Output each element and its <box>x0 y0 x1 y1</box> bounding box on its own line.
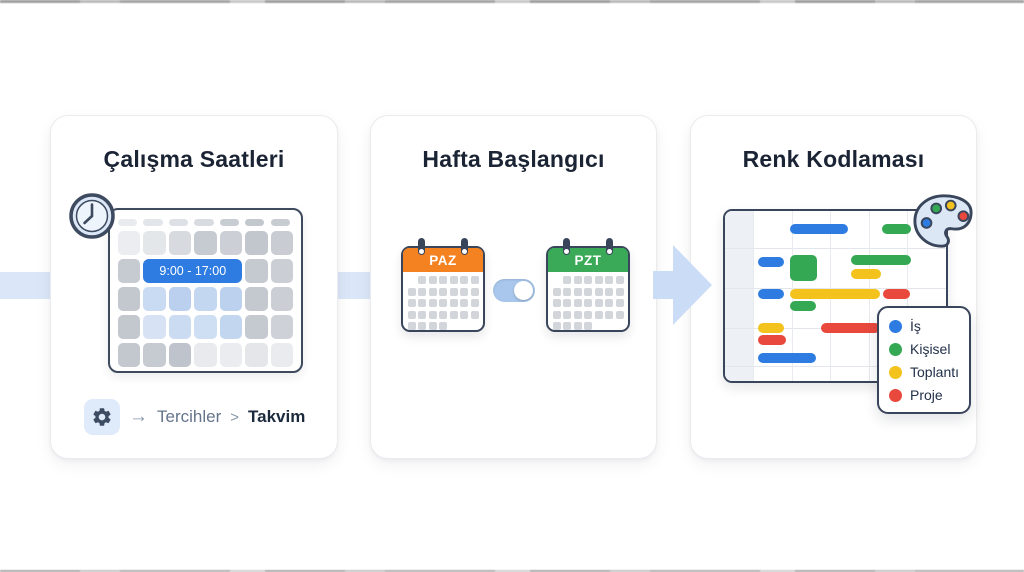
event-bar <box>821 323 880 333</box>
clock-icon <box>69 193 115 239</box>
card-title-color-coding: Renk Kodlaması <box>742 146 925 172</box>
calendar-paz-label: PAZ <box>403 248 483 272</box>
card-week-start: Hafta Başlangıcı PAZ PZT <box>370 115 657 459</box>
event-bar <box>851 255 911 265</box>
event-bar <box>758 257 784 267</box>
working-hours-calendar: 9:00 - 17:00 <box>108 208 303 373</box>
event-bar <box>882 224 911 234</box>
calendar-pzt-days <box>548 272 628 338</box>
calendar-pzt: PZT <box>546 238 630 332</box>
calendar-ring-icon <box>563 238 570 255</box>
working-hours-event: 9:00 - 17:00 <box>143 259 243 283</box>
legend-dot-personal <box>889 342 902 356</box>
event-bar <box>758 289 784 299</box>
event-bar <box>758 335 786 345</box>
time-column <box>725 211 754 381</box>
event-bar <box>790 289 880 299</box>
event-bar <box>790 224 848 234</box>
legend-dot-work <box>889 319 902 333</box>
toggle-knob <box>514 281 533 300</box>
week-start-toggle[interactable] <box>493 279 535 302</box>
calendar-paz-days <box>403 272 483 338</box>
calendar-ring-icon <box>418 238 425 255</box>
flow-arrow-icon <box>653 245 712 325</box>
breadcrumb-step-calendar: Takvim <box>248 407 306 426</box>
settings-gear-icon <box>84 399 120 435</box>
color-legend: İş Kişisel Toplantı Proje <box>877 306 972 414</box>
legend-item-work: İş <box>889 318 959 334</box>
event-bar <box>790 255 817 281</box>
event-bar <box>851 269 881 279</box>
card-title-week-start: Hafta Başlangıcı <box>422 146 605 172</box>
calendar-pzt-label: PZT <box>548 248 628 272</box>
calendar-header-row <box>118 219 293 226</box>
breadcrumb-step-preferences: Tercihler <box>157 407 222 426</box>
working-hours-grid: 9:00 - 17:00 <box>118 231 293 367</box>
event-bar <box>883 289 910 299</box>
bottom-edge-artifact <box>0 570 1024 572</box>
card-color-coding: Renk Kodlaması İş Kişisel Toplantı <box>690 115 977 459</box>
event-bar <box>758 323 784 333</box>
flow-arrow-head <box>653 245 712 325</box>
legend-dot-meeting <box>889 365 902 379</box>
breadcrumb-arrow-icon: → <box>129 406 148 427</box>
top-edge-artifact <box>0 0 1024 3</box>
legend-item-meeting: Toplantı <box>889 364 959 380</box>
color-grid <box>723 209 948 383</box>
calendar-ring-icon <box>461 238 468 255</box>
calendar-paz: PAZ <box>401 238 485 332</box>
palette-icon <box>913 194 973 248</box>
card-title-working-hours: Çalışma Saatleri <box>103 146 285 172</box>
card-working-hours: Çalışma Saatleri 9:00 - 17:00 → Tercihle… <box>50 115 338 459</box>
legend-item-project: Proje <box>889 387 959 403</box>
event-bar <box>790 301 816 311</box>
breadcrumb-separator: > <box>230 408 240 426</box>
legend-item-personal: Kişisel <box>889 341 959 357</box>
legend-dot-project <box>889 388 902 402</box>
event-bar <box>758 353 816 363</box>
breadcrumb: → Tercihler > Takvim <box>84 399 305 435</box>
calendar-ring-icon <box>606 238 613 255</box>
